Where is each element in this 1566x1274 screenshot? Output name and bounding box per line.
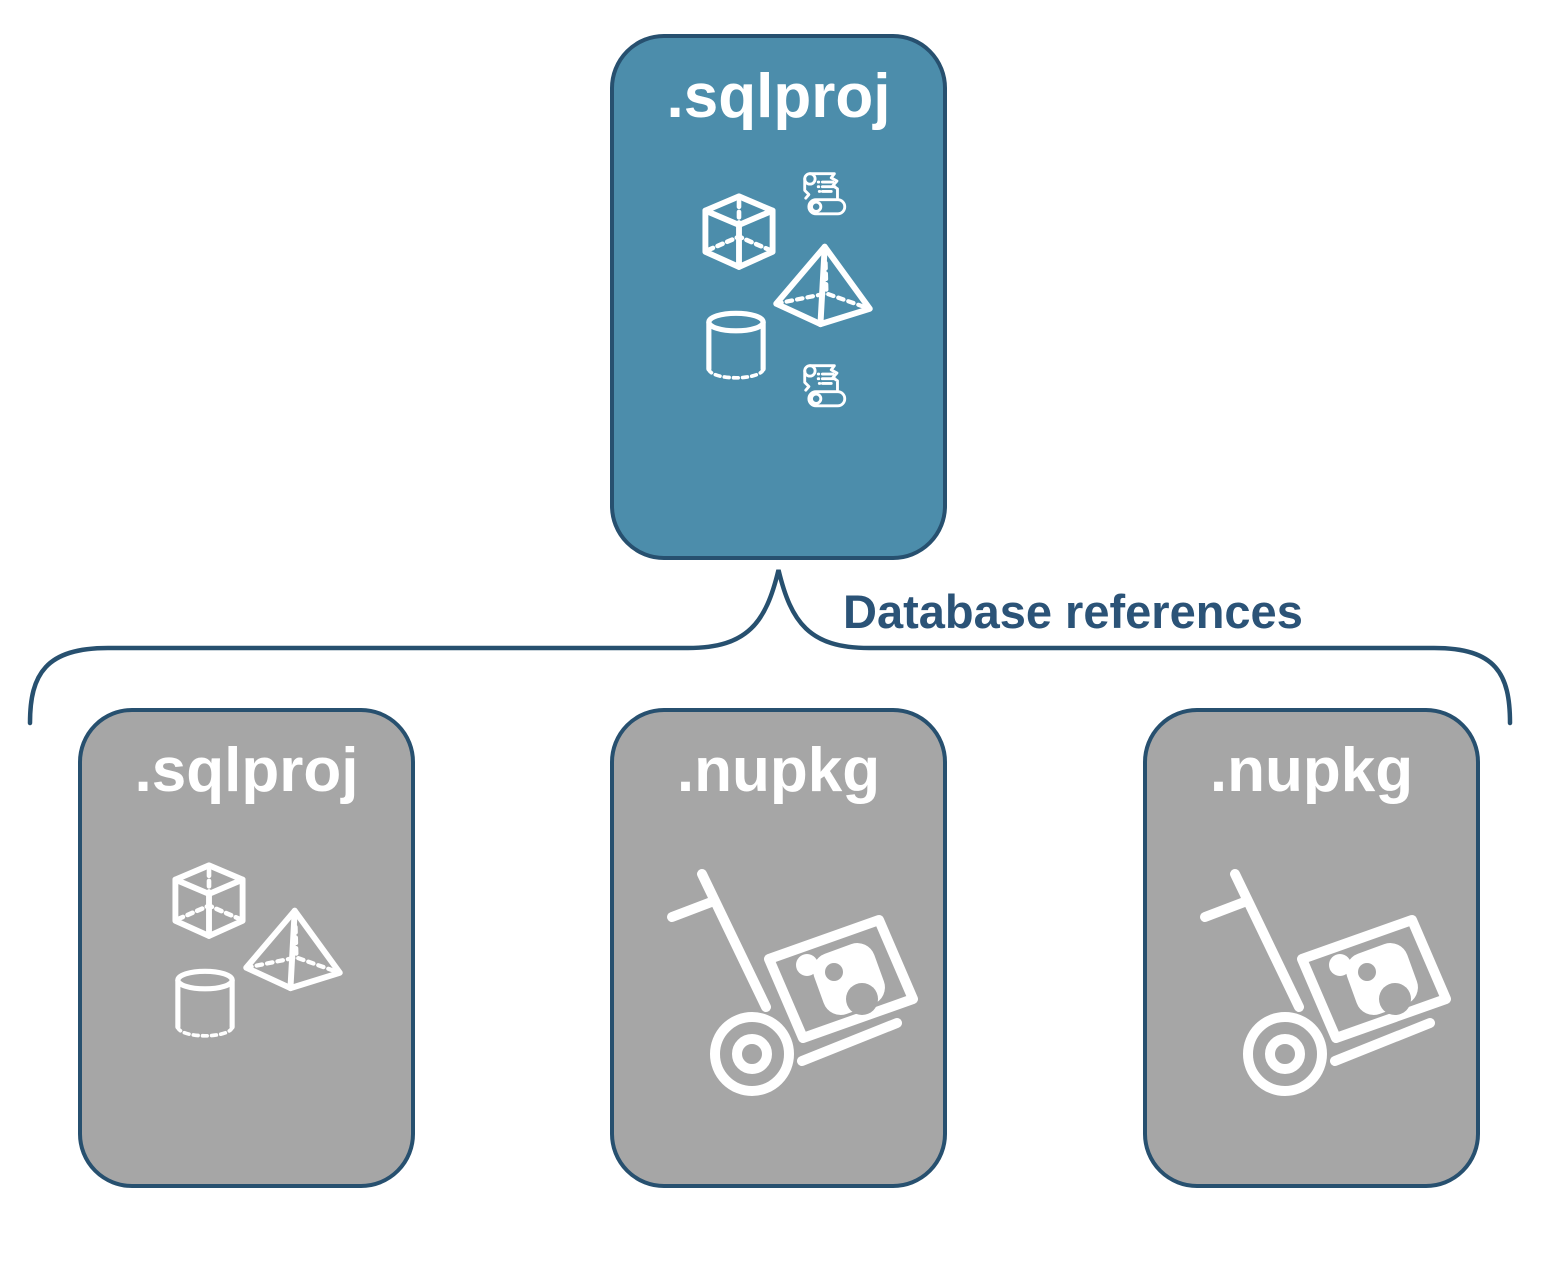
nuget-dolly-icon — [664, 857, 919, 1097]
node-label: .nupkg — [676, 736, 881, 805]
cylinder-icon — [703, 310, 769, 384]
pyramid-icon — [242, 905, 344, 993]
scroll-icon — [799, 168, 851, 220]
cylinder-icon — [172, 968, 238, 1042]
node-label: .sqlproj — [666, 62, 891, 131]
child-node-nupkg-2: .nupkg — [1143, 708, 1480, 1188]
pyramid-icon — [772, 241, 874, 329]
scroll-icon — [799, 360, 851, 412]
cube-icon — [167, 862, 251, 946]
database-references-label: Database references — [843, 585, 1303, 638]
cube-icon — [697, 193, 781, 277]
child-node-nupkg-1: .nupkg — [610, 708, 947, 1188]
child-node-sqlproj: .sqlproj — [78, 708, 415, 1188]
node-label: .nupkg — [1209, 736, 1414, 805]
root-node-sqlproj: .sqlproj — [610, 34, 947, 560]
node-label: .sqlproj — [134, 736, 359, 805]
nuget-dolly-icon — [1197, 857, 1452, 1097]
